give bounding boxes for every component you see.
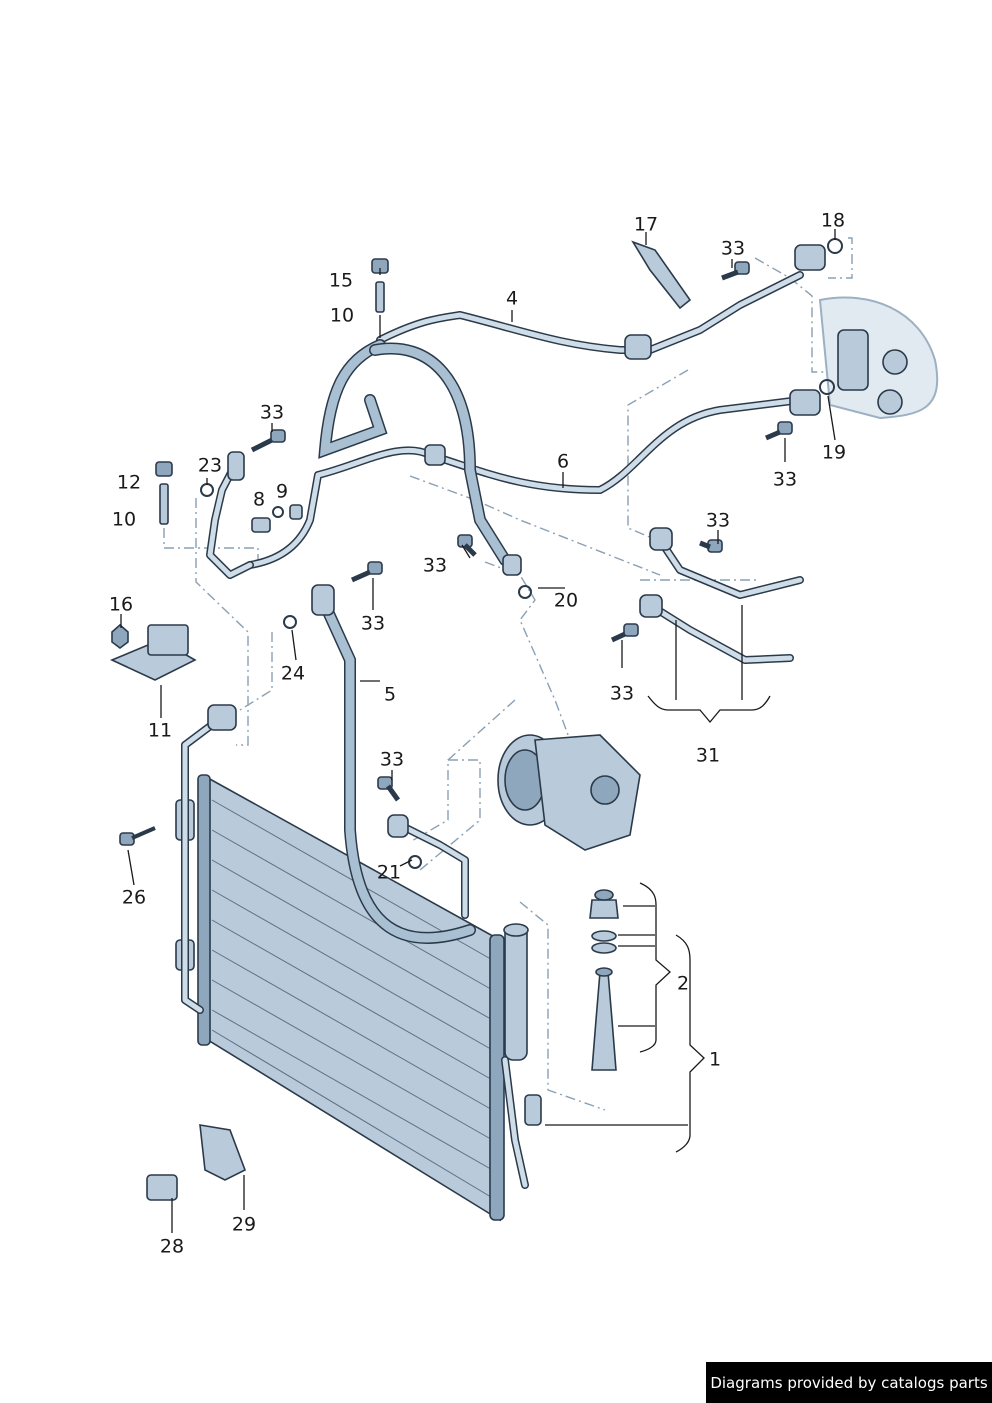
- callout-10-lower: 10: [111, 508, 137, 531]
- callout-33-c: 33: [772, 468, 798, 491]
- callout-28: 28: [159, 1235, 185, 1258]
- callout-33-f: 33: [360, 612, 386, 635]
- callout-19: 19: [821, 441, 847, 464]
- credit-banner: Diagrams provided by catalogs parts: [706, 1362, 992, 1403]
- callout-8: 8: [252, 488, 266, 511]
- callout-10-upper: 10: [329, 304, 355, 327]
- callout-33-g: 33: [609, 682, 635, 705]
- callout-11: 12: [116, 471, 142, 494]
- callout-21: 21: [376, 861, 402, 884]
- callout-18: 18: [820, 209, 846, 232]
- callout-33-h: 33: [379, 748, 405, 771]
- callout-5: 5: [383, 683, 397, 706]
- callout-16: 16: [108, 593, 134, 616]
- callout-leaders: [120, 229, 836, 1233]
- callout-1: 1: [708, 1048, 722, 1071]
- flexible-hoses: [318, 339, 511, 944]
- callout-15: 11: [147, 719, 173, 742]
- callout-12: 15: [328, 269, 354, 292]
- callout-33-d: 33: [705, 509, 731, 532]
- callout-6: 6: [556, 450, 570, 473]
- callout-33-a: 33: [720, 237, 746, 260]
- callout-33-e: 33: [422, 554, 448, 577]
- callout-2: 2: [676, 972, 690, 995]
- callout-26: 26: [121, 886, 147, 909]
- callout-24: 24: [280, 662, 306, 685]
- drier-cartridge-illustration: [589, 889, 619, 1071]
- callout-31: 31: [695, 744, 721, 767]
- dashed-assembly-lines: [163, 237, 853, 1111]
- callout-4: 4: [505, 287, 519, 310]
- evaporator-housing: [818, 296, 939, 420]
- callout-17: 17: [633, 213, 659, 236]
- callout-20: 20: [553, 589, 579, 612]
- callout-29: 29: [231, 1213, 257, 1236]
- callout-33-b: 33: [259, 401, 285, 424]
- callout-23: 23: [197, 454, 223, 477]
- compressor-illustration: [497, 734, 641, 851]
- bolts-illustration: [119, 261, 793, 846]
- callout-9: 9: [275, 480, 289, 503]
